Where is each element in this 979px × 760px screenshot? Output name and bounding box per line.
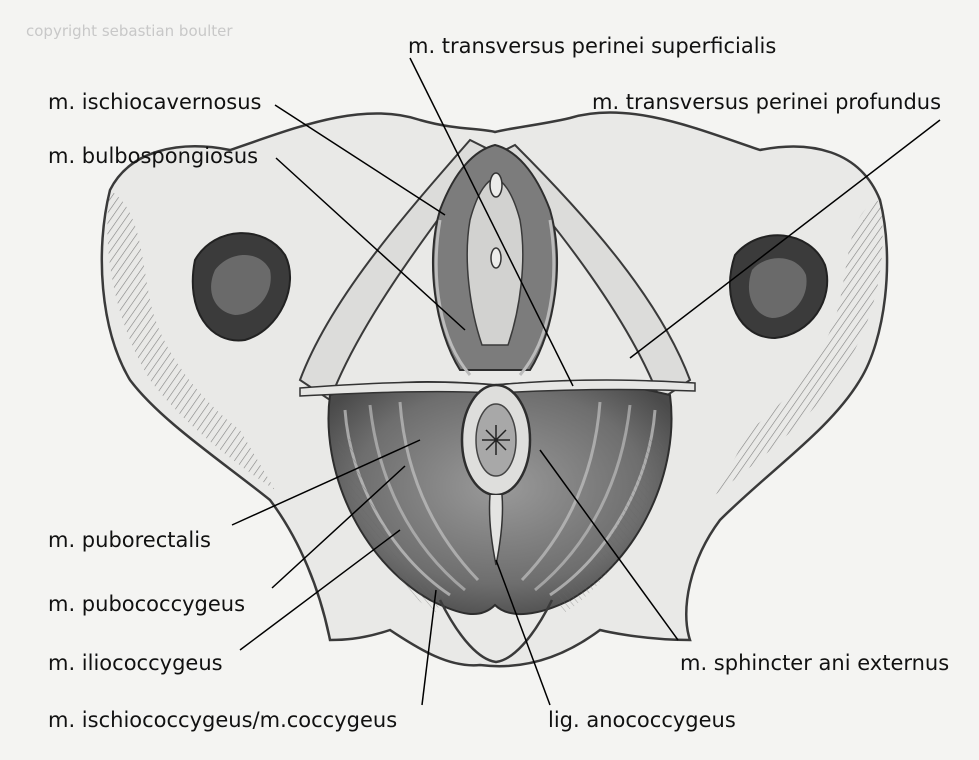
label-transversus-perinei-superficialis: m. transversus perinei superficialis bbox=[408, 36, 776, 57]
label-bulbospongiosus: m. bulbospongiosus bbox=[48, 146, 258, 167]
label-iliococcygeus: m. iliococcygeus bbox=[48, 653, 223, 674]
copyright-watermark: copyright sebastian boulter bbox=[26, 22, 233, 40]
label-pubococcygeus: m. pubococcygeus bbox=[48, 594, 245, 615]
label-ischiococcygeus: m. ischiococcygeus/m.coccygeus bbox=[48, 710, 397, 731]
label-anococcygeus: lig. anococcygeus bbox=[548, 710, 736, 731]
label-transversus-perinei-profundus: m. transversus perinei profundus bbox=[592, 92, 941, 113]
label-ischiocavernosus: m. ischiocavernosus bbox=[48, 92, 262, 113]
label-sphincter-ani-externus: m. sphincter ani externus bbox=[680, 653, 949, 674]
label-puborectalis: m. puborectalis bbox=[48, 530, 211, 551]
